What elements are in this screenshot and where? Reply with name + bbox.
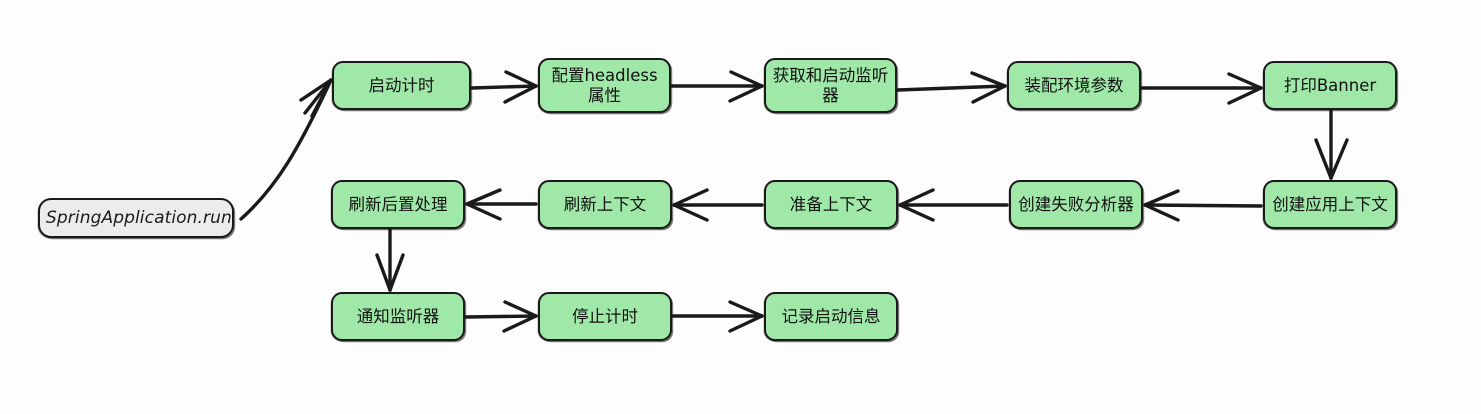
node-notify-listeners-label: 通知监听器 xyxy=(356,306,440,326)
node-prepare-context[interactable]: 准备上下文 xyxy=(764,180,898,229)
edge-n10-to-n11 xyxy=(375,228,405,292)
node-refresh-context[interactable]: 刷新上下文 xyxy=(538,180,672,229)
node-log-startup-info-label: 记录启动信息 xyxy=(781,306,881,326)
edge-n7-to-n8 xyxy=(898,188,1009,222)
node-start[interactable]: SpringApplication.run xyxy=(38,198,234,238)
node-print-banner-label: 打印Banner xyxy=(1283,75,1377,95)
node-print-banner[interactable]: 打印Banner xyxy=(1263,61,1397,110)
node-after-refresh[interactable]: 刷新后置处理 xyxy=(331,180,465,229)
node-create-application-context[interactable]: 创建应用上下文 xyxy=(1263,180,1397,229)
node-notify-listeners[interactable]: 通知监听器 xyxy=(331,292,465,341)
node-prepare-environment-label: 装配环境参数 xyxy=(1024,75,1124,95)
node-log-startup-info[interactable]: 记录启动信息 xyxy=(764,292,898,341)
edge-n11-to-n12 xyxy=(464,300,538,333)
node-get-start-listeners[interactable]: 获取和启动监听器 xyxy=(764,58,897,113)
node-get-start-listeners-label: 获取和启动监听器 xyxy=(772,66,889,105)
node-create-application-context-label: 创建应用上下文 xyxy=(1272,194,1388,214)
node-after-refresh-label: 刷新后置处理 xyxy=(348,194,448,214)
node-prepare-context-label: 准备上下文 xyxy=(789,194,873,214)
node-start-timer[interactable]: 启动计时 xyxy=(332,61,471,110)
node-refresh-context-label: 刷新上下文 xyxy=(563,194,647,214)
edge-n3-to-n4 xyxy=(896,71,1007,104)
node-stop-timer[interactable]: 停止计时 xyxy=(538,292,672,341)
node-start-label: SpringApplication.run xyxy=(46,207,232,228)
node-stop-timer-label: 停止计时 xyxy=(572,306,638,326)
node-start-timer-label: 启动计时 xyxy=(368,75,435,95)
edge-n4-to-n5 xyxy=(1140,72,1263,105)
edge-n1-to-n2 xyxy=(470,70,538,104)
node-create-failure-analyzers[interactable]: 创建失败分析器 xyxy=(1009,180,1143,229)
edge-n8-to-n9 xyxy=(672,188,764,222)
edge-n2-to-n3 xyxy=(670,70,764,103)
edge-n6-to-n7 xyxy=(1143,189,1263,222)
edge-n9-to-n10 xyxy=(465,188,538,221)
node-create-failure-analyzers-label: 创建失败分析器 xyxy=(1018,194,1134,214)
edge-n5-to-n6 xyxy=(1314,109,1349,180)
node-configure-headless-label: 配置headless属性 xyxy=(551,66,658,105)
node-prepare-environment[interactable]: 装配环境参数 xyxy=(1007,61,1141,110)
edge-n12-to-n13 xyxy=(671,300,764,333)
edge-start-to-n1 xyxy=(239,78,333,221)
node-configure-headless[interactable]: 配置headless属性 xyxy=(538,58,671,113)
